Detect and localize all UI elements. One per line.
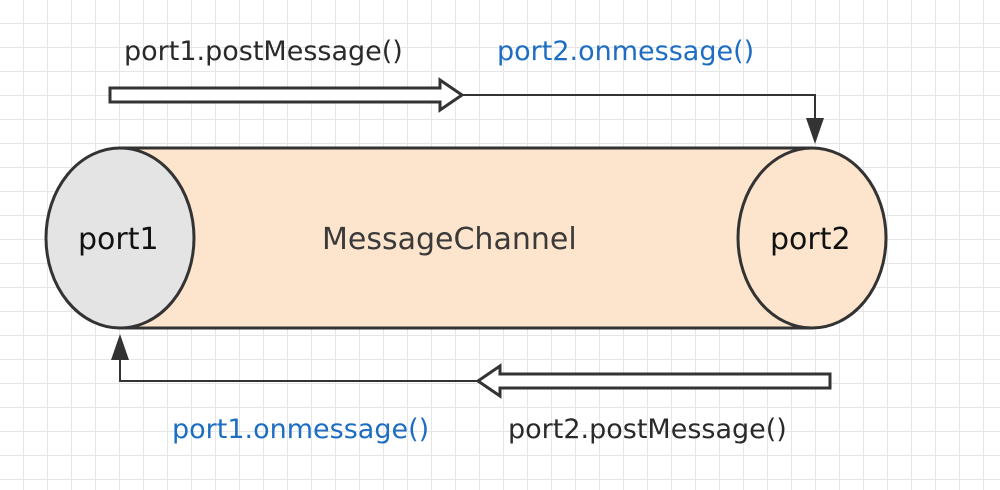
channel-label: MessageChannel [322,222,577,257]
port2-post-message-label: port2.postMessage() [508,414,787,445]
port1-post-message-label: port1.postMessage() [124,36,403,67]
port1-label: port1 [78,222,159,257]
arrowhead-to-port2 [806,118,824,144]
port2-onmessage-label: port2.onmessage() [497,36,755,67]
port1-onmessage-label: port1.onmessage() [172,414,430,445]
port2-label: port2 [770,222,851,257]
post-arrow-bottom [475,363,832,399]
port2-ellipse [736,146,888,330]
connector-to-port2 [462,94,816,120]
arrowhead-to-port1 [111,334,129,360]
post-arrow-top [108,77,465,113]
channel-tube [120,148,886,328]
port1-ellipse [44,146,196,330]
connector-to-port1 [119,358,478,382]
